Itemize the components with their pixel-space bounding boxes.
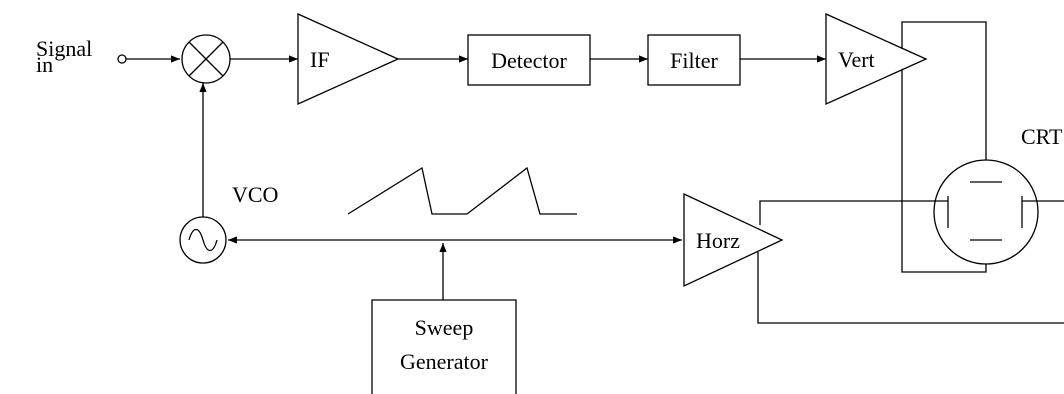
- detector-label: Detector: [491, 48, 567, 73]
- horz-to-left-plate-wire: [759, 200, 948, 225]
- signal-in-label-line2: in: [36, 52, 53, 77]
- if-label: IF: [310, 47, 330, 72]
- filter-label: Filter: [670, 48, 718, 73]
- vco-label: VCO: [232, 182, 278, 207]
- crt-label: CRT: [1021, 124, 1063, 149]
- sweep-generator-block: [371, 299, 517, 394]
- vco-symbol: [179, 216, 227, 264]
- if-amplifier: [297, 12, 400, 106]
- vert-amplifier: [825, 12, 928, 106]
- sweep-generator-label-line2: Generator: [400, 349, 489, 374]
- signal-input: [117, 54, 180, 64]
- crt-symbol: [933, 159, 1039, 265]
- sweep-generator-label-line1: Sweep: [415, 315, 474, 340]
- signal-in-label-line1: Signal: [36, 36, 92, 61]
- vert-to-upper-plate-wire: [901, 21, 987, 182]
- sawtooth-waveform: [347, 166, 577, 215]
- filter-block: [647, 34, 741, 86]
- detector-block: [467, 34, 591, 86]
- horz-to-right-plate-wire-lower: [757, 252, 1064, 324]
- vert-label: Vert: [838, 47, 875, 72]
- horz-amplifier: [683, 192, 784, 288]
- horz-label: Horz: [696, 228, 740, 253]
- mixer-symbol: [181, 34, 231, 84]
